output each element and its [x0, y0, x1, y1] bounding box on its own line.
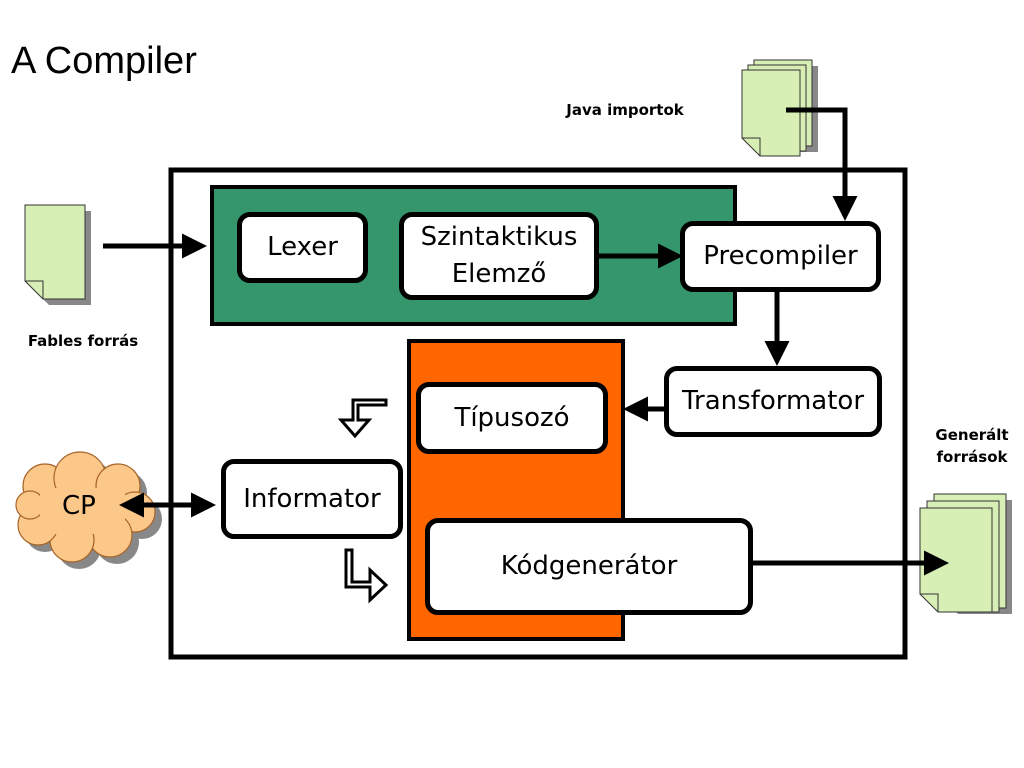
compiler-frame [168, 167, 908, 660]
turn-arrow-right-icon [344, 548, 389, 604]
page-title: A Compiler [11, 40, 197, 82]
cp-cloud-icon [15, 451, 162, 569]
java-imports-label: Java importok [566, 101, 684, 119]
generated-sources-label: Generált források [920, 424, 1024, 468]
parser-node-line2: Elemző [451, 259, 547, 289]
parser-node-line1: Szintaktikus [420, 222, 578, 252]
generated-sources-label-line1: Generált [935, 426, 1009, 444]
cp-label: CP [62, 491, 96, 521]
fables-source-label: Fables forrás [27, 332, 139, 350]
typer-node: Típusozó [416, 382, 608, 454]
precompiler-node: Precompiler [680, 221, 881, 292]
generated-sources-documents-icon [919, 493, 1012, 614]
generated-sources-label-line2: források [936, 448, 1008, 466]
lexer-node: Lexer [237, 212, 368, 283]
transformator-node: Transformator [664, 366, 882, 437]
fables-source-document-icon [24, 204, 91, 305]
codegen-node: Kódgenerátor [425, 518, 753, 615]
arrow-java-imports-to-precompiler [786, 107, 858, 221]
turn-arrow-down-icon [337, 398, 388, 439]
informator-node: Informator [221, 459, 403, 539]
parser-node: Szintaktikus Elemző [399, 212, 599, 300]
